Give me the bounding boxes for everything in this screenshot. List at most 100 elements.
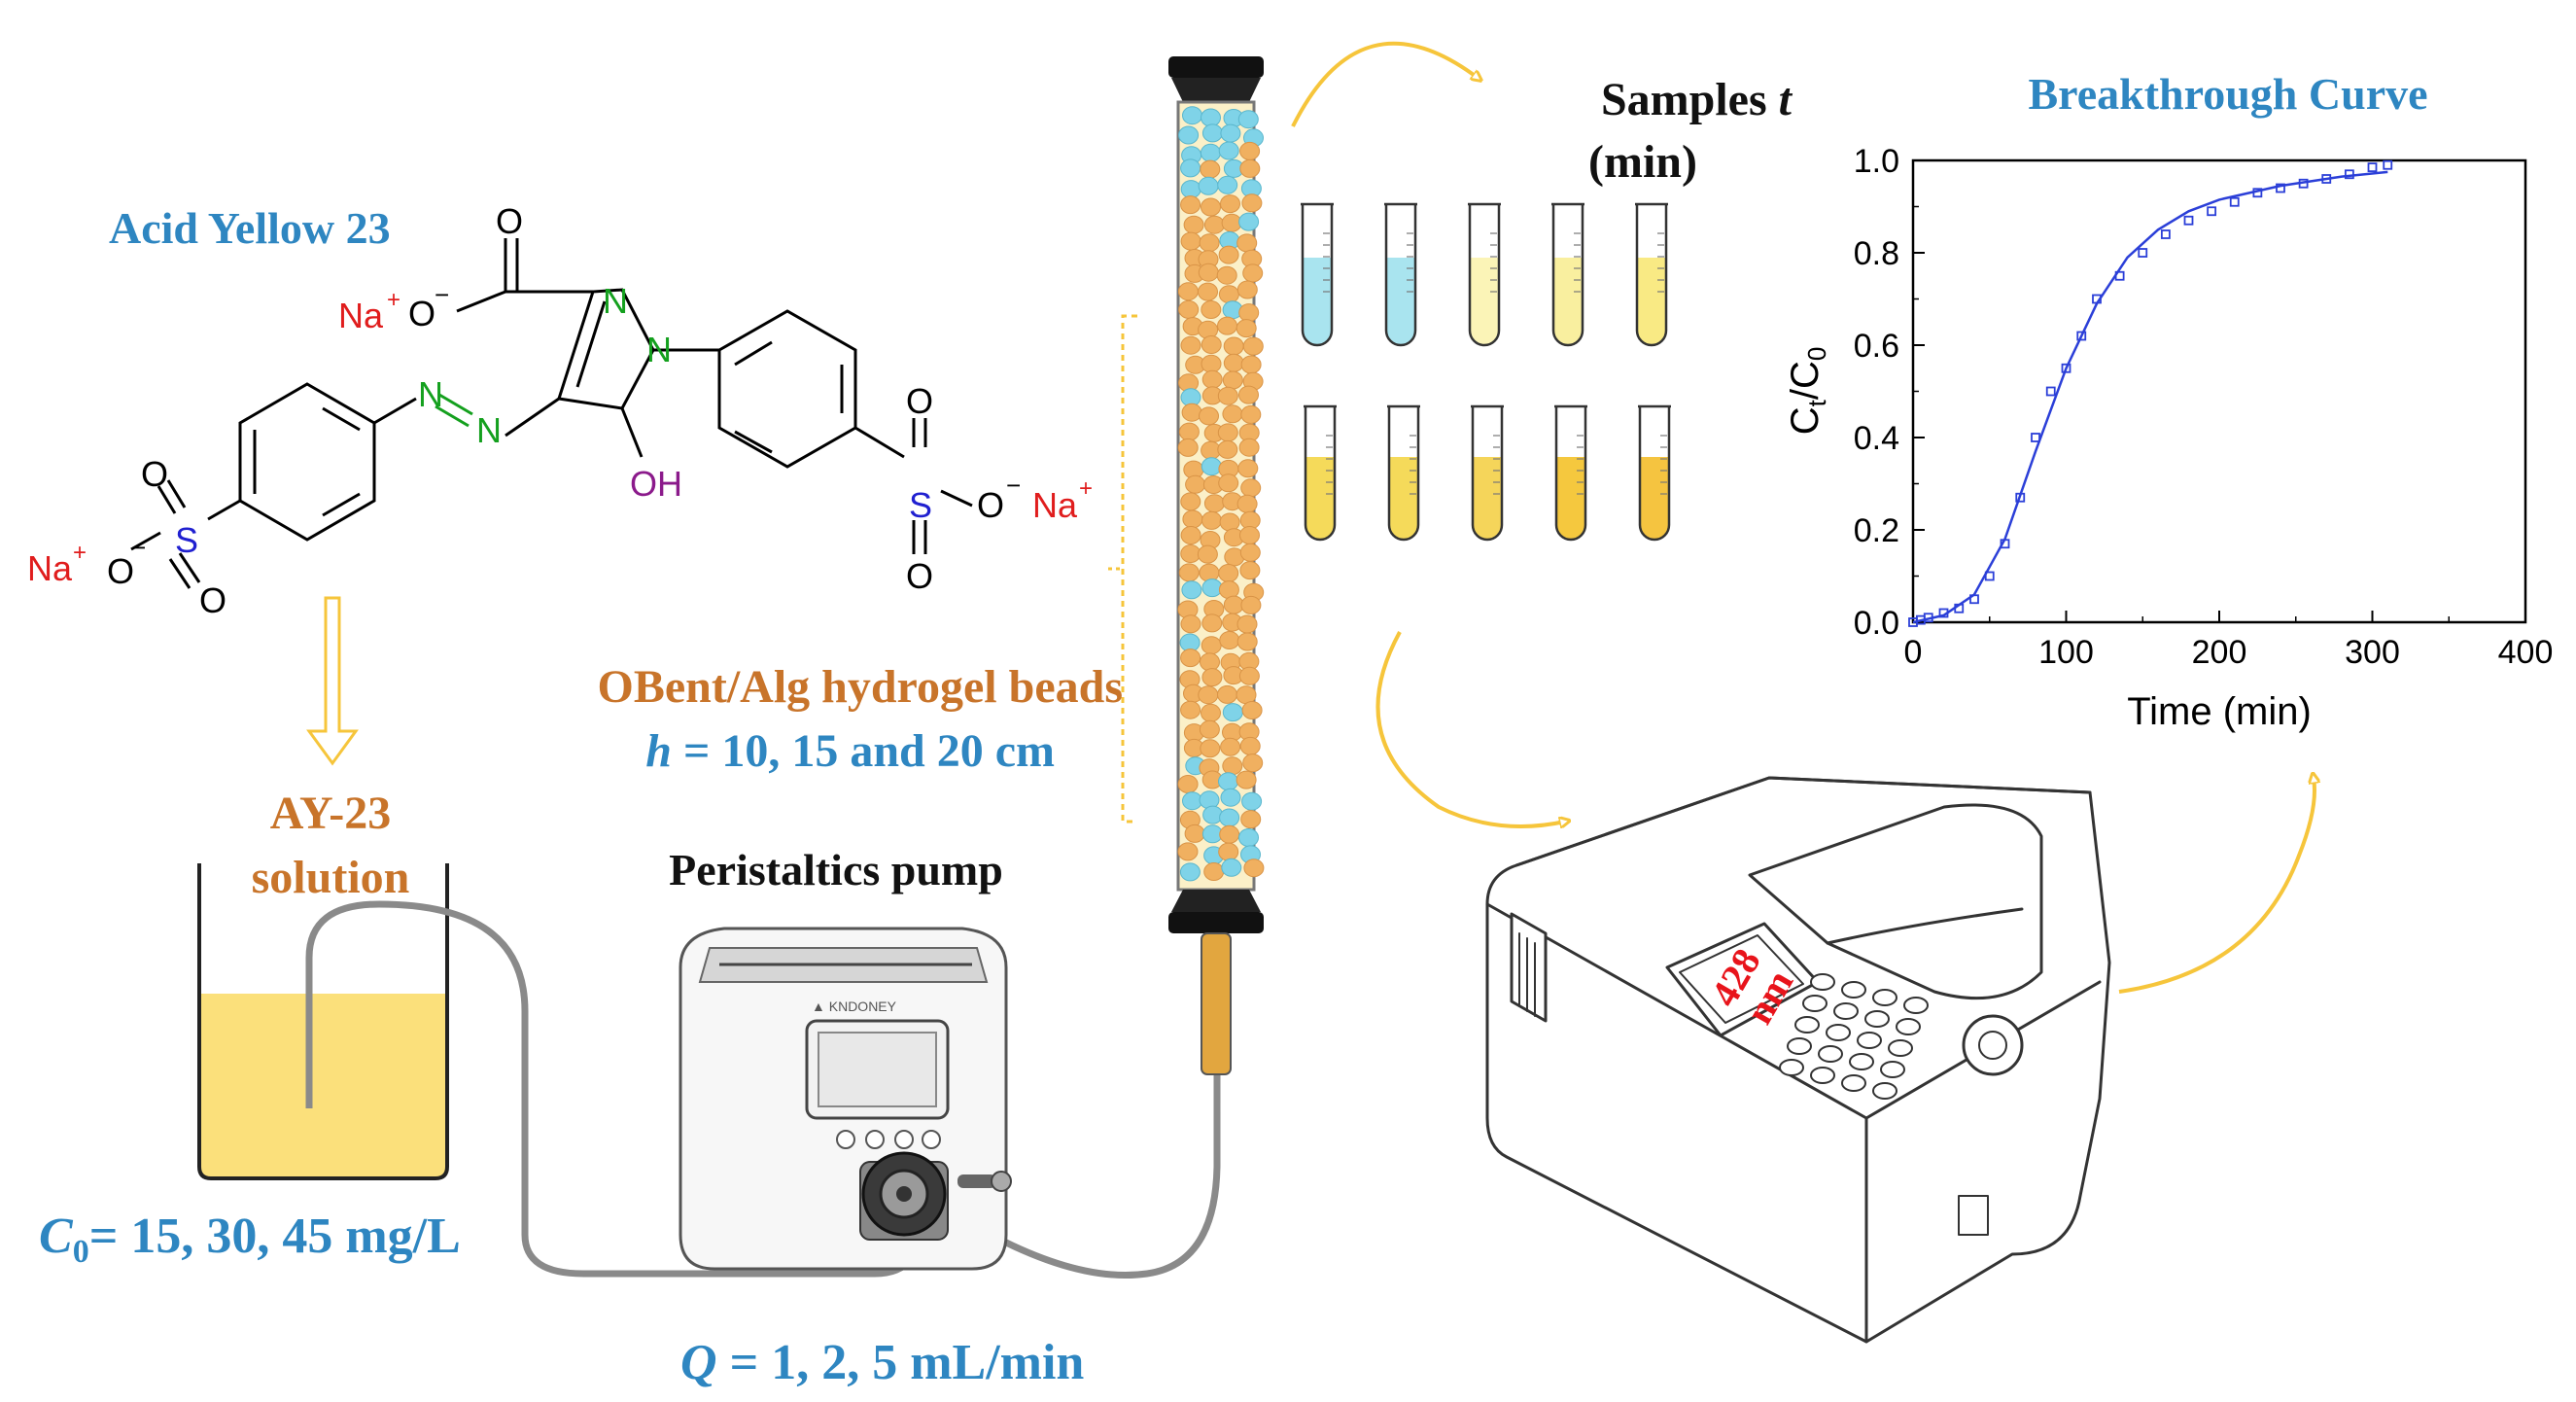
hydrogel-bead — [1241, 791, 1263, 811]
sample-tube — [1638, 404, 1671, 542]
keypad-key[interactable] — [1872, 1082, 1897, 1100]
pump-knob[interactable] — [991, 1171, 1012, 1192]
samples-label-line2: (min) — [1588, 136, 1697, 188]
hydrogel-bead — [1177, 775, 1199, 793]
keypad-key[interactable] — [1841, 1074, 1866, 1092]
keypad-key[interactable] — [1787, 1037, 1812, 1055]
keypad-key[interactable] — [1896, 1018, 1921, 1035]
sample-compartment-lid — [1748, 803, 2043, 1000]
data-point — [1938, 608, 1949, 618]
bead-packing — [1177, 106, 1265, 882]
outlet-tubing — [980, 1074, 1221, 1279]
data-point — [2229, 196, 2240, 207]
pyrazole-n-top: N — [603, 281, 628, 321]
keypad-key[interactable] — [1802, 995, 1828, 1012]
keypad-key[interactable] — [1841, 981, 1866, 999]
dye-name-label: Acid Yellow 23 — [109, 203, 391, 253]
keypad-key[interactable] — [1818, 1045, 1843, 1063]
pump-button-4[interactable] — [922, 1130, 941, 1149]
acid-yellow-23-structure — [130, 238, 973, 589]
sample-tube — [1384, 202, 1417, 347]
hydrogel-bead — [1197, 544, 1218, 564]
keypad-key[interactable] — [1779, 1059, 1804, 1076]
data-point — [2045, 386, 2056, 397]
hydrogel-bead — [1242, 263, 1264, 283]
data-point — [2000, 539, 2010, 549]
data-point — [1969, 594, 1979, 605]
keypad-key[interactable] — [1810, 1067, 1835, 1084]
hydrogel-bead — [1199, 406, 1219, 426]
hydrogel-bead — [1178, 299, 1200, 319]
hydrogel-bead — [1180, 526, 1201, 544]
x-tick-label: 200 — [2192, 634, 2247, 671]
x-axis-label: Time (min) — [2127, 690, 2312, 733]
hydrogel-bead — [1200, 652, 1220, 672]
hydrogel-bead — [1217, 316, 1237, 335]
keypad — [1779, 973, 1929, 1100]
hydrogel-bead — [1180, 614, 1201, 634]
hydrogel-bead — [1220, 194, 1240, 214]
y-tick-label: 0.0 — [1854, 605, 1899, 642]
keypad-key[interactable] — [1810, 973, 1835, 991]
hydrogel-bead — [1238, 666, 1260, 685]
data-point — [2383, 159, 2393, 170]
sample-tube — [1551, 202, 1584, 347]
sulfonate-right-o-top: O — [906, 381, 933, 421]
na-charge-left: + — [73, 540, 87, 566]
hydrogel-bead — [1238, 385, 1259, 404]
hydroxyl-label: OH — [630, 464, 682, 504]
keypad-key[interactable] — [1864, 1010, 1890, 1028]
keypad-key[interactable] — [1849, 1053, 1874, 1070]
carboxylate-charge: − — [435, 280, 449, 309]
hydrogel-bead — [1218, 285, 1239, 304]
hydrogel-bead — [1240, 478, 1262, 498]
hydrogel-bead — [1181, 403, 1202, 422]
hydrogel-bead — [1201, 369, 1223, 389]
solution-label-line2: solution — [252, 852, 410, 903]
keypad-key[interactable] — [1872, 989, 1897, 1006]
hydrogel-bead — [1178, 422, 1200, 441]
keypad-key[interactable] — [1903, 997, 1929, 1014]
hydrogel-bead — [1201, 335, 1222, 354]
sample-tube — [1468, 202, 1501, 347]
hydrogel-bead — [1198, 176, 1219, 195]
hydrogel-bead — [1236, 319, 1257, 338]
hydrogel-bead — [1182, 509, 1203, 529]
hydrogel-bead — [1218, 141, 1239, 160]
hydrogel-bead — [1218, 564, 1239, 582]
samples-to-spectro-arrow — [1375, 631, 1566, 826]
hydrogel-bead — [1182, 106, 1202, 125]
data-point — [2367, 162, 2378, 173]
carbonyl-o: O — [496, 201, 523, 241]
hydrogel-bead — [1180, 180, 1201, 199]
hydrogel-bead — [1239, 526, 1260, 544]
hydrogel-bead — [1217, 439, 1238, 459]
pump-button-2[interactable] — [865, 1130, 885, 1149]
data-point — [2138, 248, 2148, 258]
hydrogel-bead — [1236, 632, 1258, 651]
hydrogel-bead — [1177, 282, 1199, 301]
pump-button-3[interactable] — [894, 1130, 914, 1149]
hydrogel-bead — [1180, 492, 1201, 511]
hydrogel-bead — [1236, 280, 1258, 299]
sample-tube — [1554, 404, 1587, 542]
keypad-key[interactable] — [1794, 1016, 1820, 1034]
keypad-key[interactable] — [1833, 1002, 1859, 1020]
keypad-key[interactable] — [1857, 1032, 1882, 1049]
azo-n-1: N — [418, 374, 443, 414]
hydrogel-bead — [1220, 123, 1241, 143]
pump-brand-label: ▲ KNDONEY — [812, 999, 897, 1014]
keypad-key[interactable] — [1826, 1024, 1851, 1041]
keypad-key[interactable] — [1880, 1061, 1905, 1078]
hydrogel-bead — [1201, 354, 1222, 373]
hydrogel-bead — [1223, 595, 1244, 614]
hydrogel-bead — [1179, 862, 1201, 882]
pump-label: Peristaltics pump — [669, 845, 1003, 894]
pump-button-1[interactable] — [836, 1130, 855, 1149]
keypad-key[interactable] — [1888, 1039, 1913, 1057]
x-tick-label: 400 — [2498, 634, 2554, 671]
sulfonate-left-o-bottom: O — [199, 580, 226, 620]
hydrogel-bead — [1236, 685, 1257, 705]
hydrogel-bead — [1217, 423, 1238, 442]
